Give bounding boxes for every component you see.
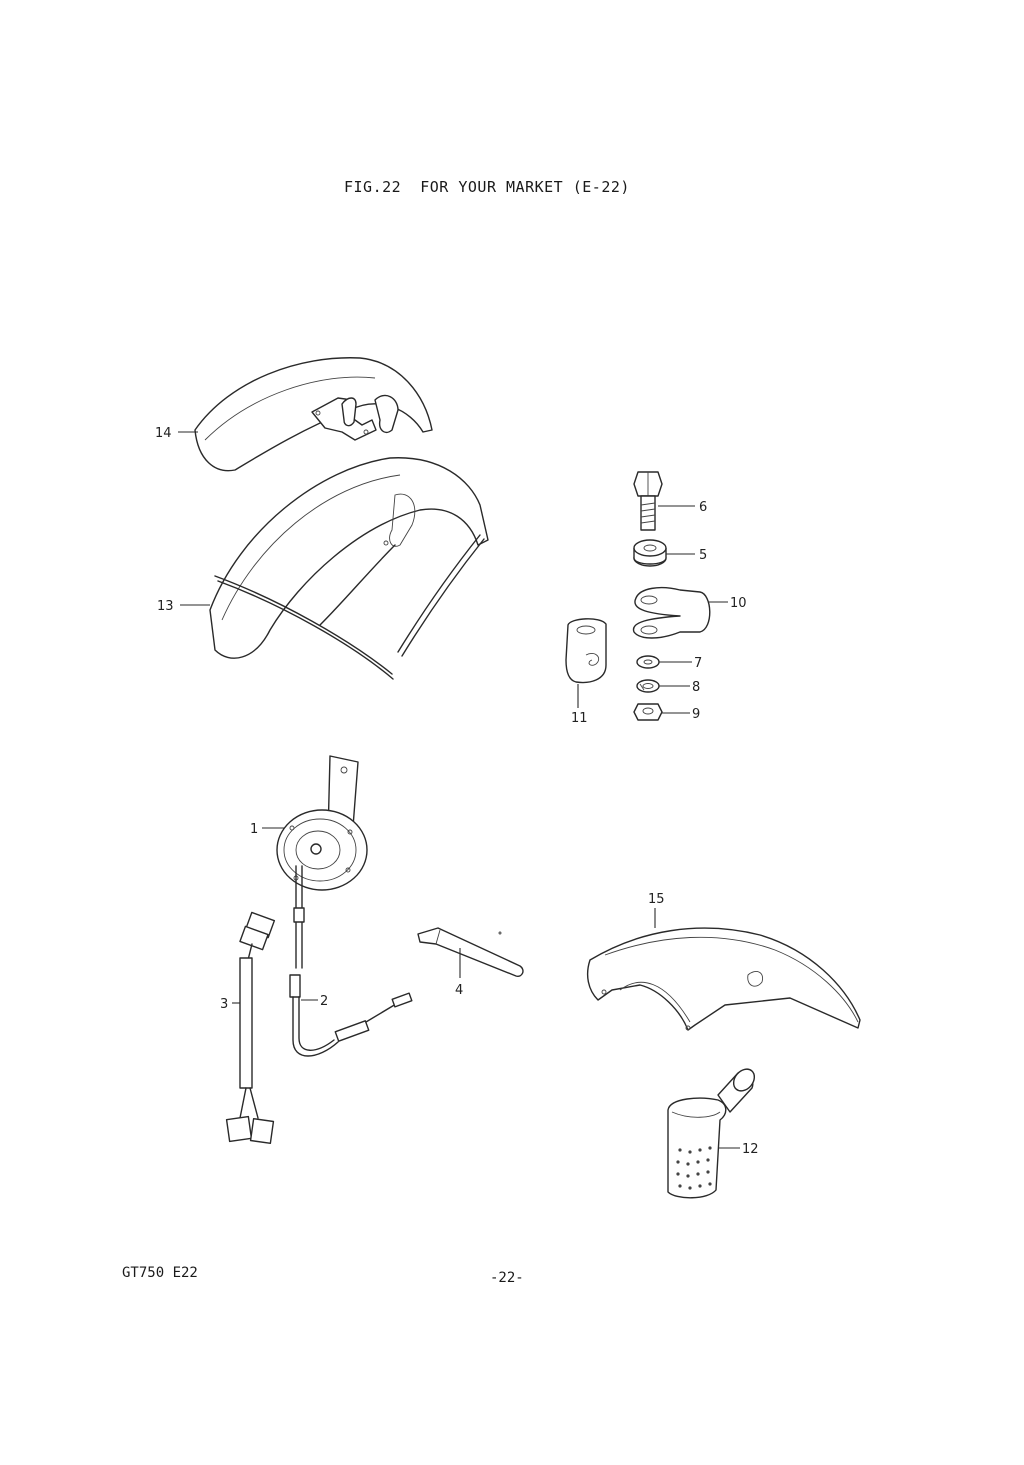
callout-13: 13 bbox=[157, 599, 174, 614]
callout-4: 4 bbox=[455, 983, 463, 998]
part-10-clamp bbox=[632, 586, 711, 639]
part-3-lead-wire bbox=[225, 911, 276, 1144]
callout-6: 6 bbox=[699, 500, 707, 515]
part-9-nut bbox=[633, 703, 663, 721]
part-14-front-fender bbox=[194, 357, 433, 472]
part-4-strap bbox=[417, 927, 524, 978]
callout-12: 12 bbox=[742, 1142, 759, 1157]
part-11-bracket bbox=[565, 618, 607, 684]
callout-1: 1 bbox=[250, 822, 258, 837]
callout-7: 7 bbox=[694, 656, 702, 671]
callout-11: 11 bbox=[571, 711, 588, 726]
part-2-horn-wire bbox=[289, 974, 413, 1057]
part-1-horn bbox=[276, 755, 368, 969]
callout-15: 15 bbox=[648, 892, 665, 907]
page-number: -22- bbox=[490, 1270, 524, 1286]
part-5-spacer bbox=[633, 539, 667, 567]
callout-10: 10 bbox=[730, 596, 747, 611]
callout-3: 3 bbox=[220, 997, 228, 1012]
part-13-fender-with-stay bbox=[209, 457, 489, 680]
callout-14: 14 bbox=[155, 426, 172, 441]
part-15-rear-fender bbox=[586, 927, 861, 1031]
callout-8: 8 bbox=[692, 680, 700, 695]
part-12-baffle-cap bbox=[667, 1068, 756, 1199]
part-8-lock-washer bbox=[636, 679, 660, 693]
callout-2: 2 bbox=[320, 994, 328, 1009]
figure-title: FIG.22 FOR YOUR MARKET (E-22) bbox=[344, 178, 630, 196]
part-7-washer bbox=[636, 655, 660, 669]
callout-5: 5 bbox=[699, 548, 707, 563]
model-code: GT750 E22 bbox=[122, 1265, 198, 1281]
part-6-bolt bbox=[633, 471, 663, 531]
callout-9: 9 bbox=[692, 707, 700, 722]
